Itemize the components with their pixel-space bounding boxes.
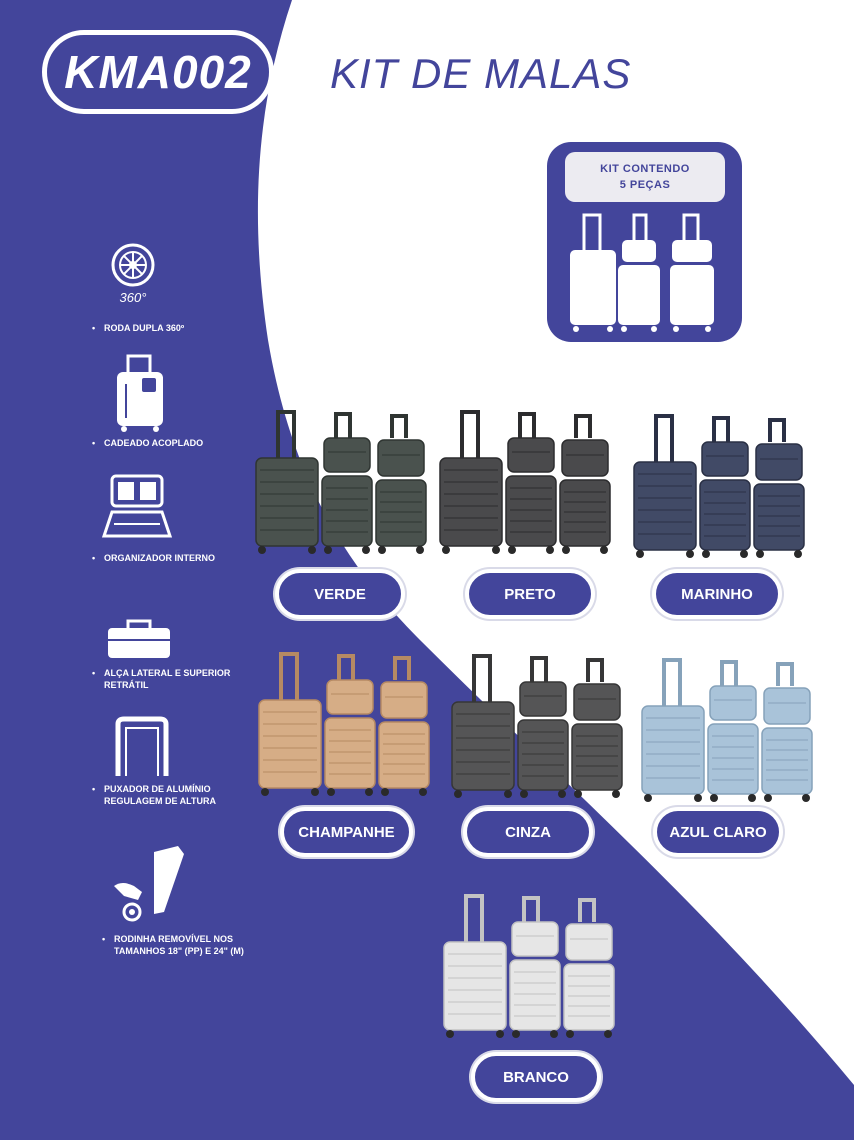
feature-label-line1: RODINHA REMOVÍVEL NOS <box>114 934 234 944</box>
feature-label-line2: TAMANHOS 18" (PP) E 24" (M) <box>114 946 244 956</box>
luggage-set-branco <box>443 894 615 1038</box>
feature-item: • CADEADO ACOPLADO <box>92 438 204 448</box>
kit-contents-box: KIT CONTENDO 5 PEÇAS <box>547 142 742 342</box>
color-label-branco: BRANCO <box>471 1052 601 1102</box>
color-label-verde: VERDE <box>275 569 405 619</box>
aluminium-handle-icon <box>115 716 169 776</box>
color-label-cinza: CINZA <box>463 807 593 857</box>
feature-item: • ORGANIZADOR INTERNO <box>92 553 215 563</box>
feature-item: • RODA DUPLA 360º <box>92 323 185 333</box>
open-case-organizer-icon <box>101 474 173 538</box>
luggage-set-azul-claro <box>641 658 813 802</box>
luggage-set-marinho <box>633 414 805 558</box>
removable-wheel-icon <box>114 846 184 922</box>
feature-label: RODA DUPLA 360º <box>104 323 185 333</box>
feature-item: • RODINHA REMOVÍVEL NOS TAMANHOS 18" (PP… <box>102 934 244 956</box>
feature-item: • ALÇA LATERAL E SUPERIOR RETRÁTIL <box>92 668 231 690</box>
feature-label-line2: REGULAGEM DE ALTURA <box>104 796 216 806</box>
luggage-set-verde <box>255 410 427 554</box>
luggage-set-preto <box>439 410 611 554</box>
feature-label-line1: PUXADOR DE ALUMÍNIO <box>104 784 211 794</box>
case-handle-icon <box>108 619 170 658</box>
kit-luggage-icon <box>570 213 714 332</box>
page-title: KIT DE MALAS <box>330 50 632 97</box>
wheel-360-icon: 360° <box>111 243 155 305</box>
luggage-set-champanhe <box>258 652 430 796</box>
feature-item: • PUXADOR DE ALUMÍNIO REGULAGEM DE ALTUR… <box>92 784 216 806</box>
feature-label: CADEADO ACOPLADO <box>104 438 204 448</box>
kit-contents-label: KIT CONTENDO 5 PEÇAS <box>565 152 725 202</box>
feature-label-line2: RETRÁTIL <box>104 680 149 690</box>
color-label-preto: PRETO <box>465 569 595 619</box>
color-label-marinho: MARINHO <box>652 569 782 619</box>
feature-label-line1: ALÇA LATERAL E SUPERIOR <box>104 668 231 678</box>
kit-contents-line2: 5 PEÇAS <box>619 179 671 191</box>
luggage-lock-icon <box>117 354 163 432</box>
kit-contents-line1: KIT CONTENDO <box>600 163 690 175</box>
color-label-champanhe: CHAMPANHE <box>280 807 413 857</box>
wheel-360-text: 360° <box>120 290 147 305</box>
product-code-badge: KMA002 <box>42 30 274 114</box>
color-label-azul-claro: AZUL CLARO <box>653 807 783 857</box>
feature-label: ORGANIZADOR INTERNO <box>104 553 215 563</box>
luggage-set-cinza <box>451 654 623 798</box>
